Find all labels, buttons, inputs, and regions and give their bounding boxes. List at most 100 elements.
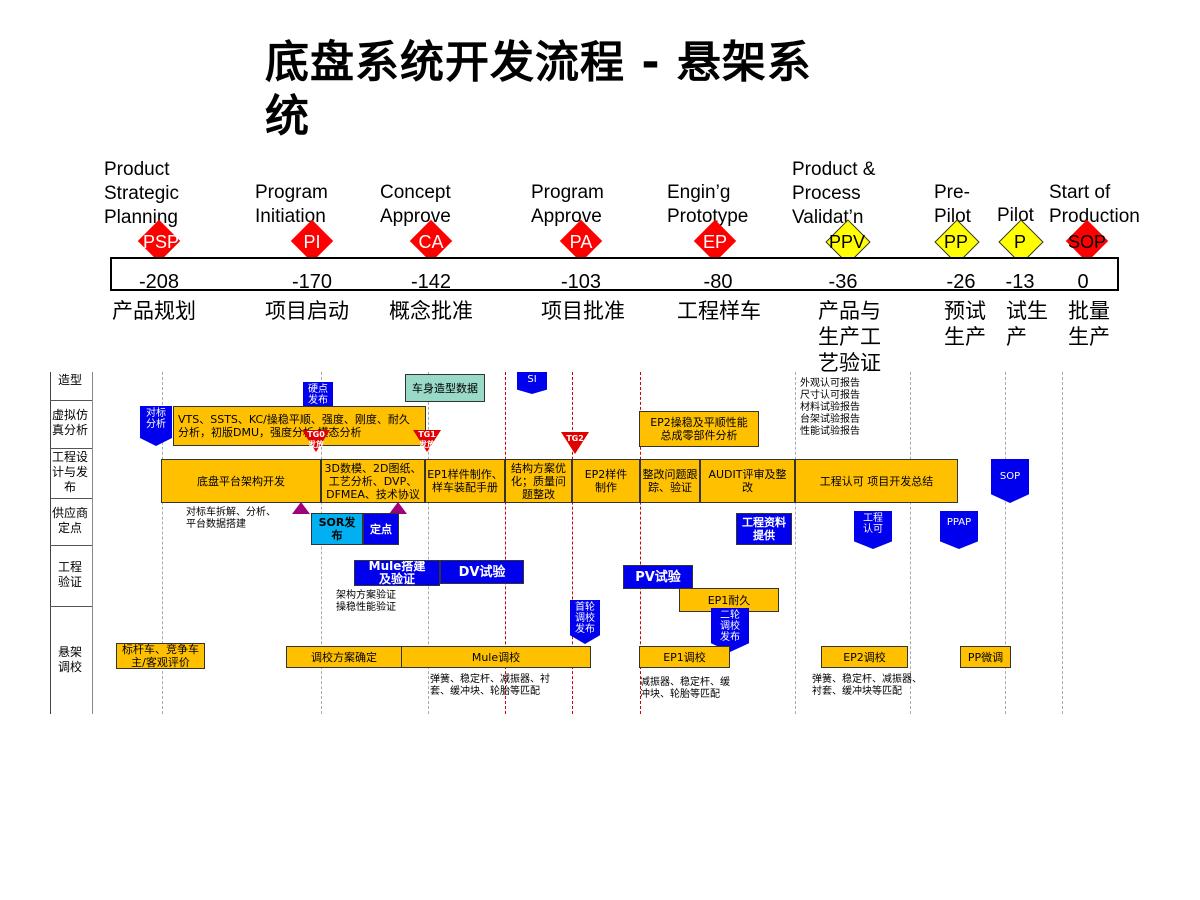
row-label-design-release: 工程设 计与发 布: [51, 450, 88, 494]
gate-tg2-icon: [561, 432, 589, 454]
bar-3d-data: 3D数模、2D图纸、 工艺分析、DVP、 DFMEA、技术协议: [321, 459, 425, 503]
bar-bench: 标杆车、竞争车 主/客观评价: [116, 643, 205, 669]
note-parts-2: 减振器、稳定杆、缓 冲块、轮胎等匹配: [640, 677, 730, 700]
bar-tuning-plan: 调校方案确定: [286, 646, 402, 668]
milestone-day-ppv: -36: [828, 271, 858, 293]
row-divider: [50, 448, 92, 449]
milestone-code-p: P: [1013, 232, 1026, 252]
row-label-validation: 工程 验证: [57, 560, 82, 589]
milestone-zh-p: 试生 产: [1006, 299, 1048, 349]
flag-ppap: PPAP: [940, 511, 978, 549]
bar-structure: 结构方案优 化；质量问 题整改: [505, 459, 572, 503]
milestone-day-ca: -142: [410, 271, 452, 293]
phase-separator: [1062, 372, 1063, 714]
milestone-day-pi: -170: [291, 271, 333, 293]
milestone-zh-pa: 项目批准: [541, 299, 625, 323]
milestone-day-pa: -103: [560, 271, 602, 293]
note-scheme: 架构方案验证 操稳性能验证: [336, 590, 396, 613]
milestone-code-sop: SOP: [1067, 232, 1106, 252]
milestone-code-ep: EP: [702, 232, 727, 252]
note-parts-3: 弹簧、稳定杆、减振器、 衬套、缓冲块等匹配: [812, 674, 922, 697]
bar-ep2-tuning: EP2调校: [821, 646, 908, 668]
milestone-zh-pi: 项目启动: [265, 299, 349, 323]
note-parts-1: 弹簧、稳定杆、减振器、衬 套、缓冲块、轮胎等匹配: [430, 674, 550, 697]
bar-pv: PV试验: [623, 565, 693, 589]
milestone-day-pp: -26: [946, 271, 976, 293]
row-label-styling: 造型: [57, 373, 82, 387]
marker-up-icon: [389, 502, 407, 514]
gate-tg1-label: TG1 发放: [418, 430, 436, 449]
bar-pp-tuning: PP微调: [960, 646, 1011, 668]
flag-sop: SOP: [991, 459, 1029, 503]
timeline-track: [110, 257, 1119, 291]
bar-dv: DV试验: [440, 560, 524, 584]
milestone-en-pi: Program Initiation: [255, 182, 328, 227]
gate-tg2-label: TG2: [566, 434, 584, 443]
bar-platform: 底盘平台架构开发: [161, 459, 321, 503]
row-label-tuning: 悬架 调校: [57, 645, 82, 674]
gate-tg0-icon: [302, 430, 330, 452]
row-axis-right: [92, 372, 93, 714]
row-label-supplier: 供应商 定点: [51, 506, 88, 535]
milestone-day-sop: 0: [1077, 271, 1089, 293]
milestone-en-ep: Engin’g Prototype: [667, 182, 749, 227]
milestone-en-ppv: Product & Process Validat’n: [792, 159, 876, 228]
row-divider: [50, 545, 92, 546]
milestone-code-psp: PSP: [142, 232, 180, 252]
bar-audit: AUDIT评审及整 改: [700, 459, 795, 503]
milestone-zh-ca: 概念批准: [389, 299, 473, 323]
phase-separator: [572, 372, 573, 714]
phase-separator: [1005, 372, 1006, 714]
milestone-code-pp: PP: [943, 232, 968, 252]
note-teardown: 对标车拆解、分析、 平台数据搭建: [186, 507, 276, 530]
phase-separator: [640, 372, 641, 714]
bar-eng-data: 工程资料 提供: [736, 513, 792, 545]
milestone-code-pi: PI: [303, 232, 321, 252]
milestone-zh-ppv: 产品与 生产工 艺验证: [818, 299, 881, 375]
bar-problem: 整改问题跟 踪、验证: [640, 459, 700, 503]
phase-separator: [162, 372, 163, 714]
row-divider: [50, 498, 92, 499]
flag-first-tuning: 首轮 调校 发布: [570, 600, 600, 644]
marker-up-icon: [292, 502, 310, 514]
row-label-simulation: 虚拟仿 真分析: [51, 408, 88, 437]
phase-separator: [910, 372, 911, 714]
milestone-zh-psp: 产品规划: [112, 299, 196, 323]
row-axis-left: [50, 372, 51, 714]
milestone-zh-pp: 预试 生产: [944, 299, 986, 349]
row-divider: [50, 606, 92, 607]
phase-separator: [795, 372, 796, 714]
milestone-code-ca: CA: [418, 232, 444, 252]
milestone-code-pa: PA: [569, 232, 593, 252]
bar-vts-analysis: VTS、SSTS、KC/操稳平顺、强度、刚度、耐久 分析，初版DMU，强度分析 …: [173, 406, 426, 446]
bar-ep2-analysis: EP2操稳及平顺性能 总成零部件分析: [639, 411, 759, 447]
milestone-en-psp: Product Strategic Planning: [104, 159, 179, 228]
bar-mule-build: Mule搭建 及验证: [354, 560, 440, 586]
bar-dingdian: 定点: [363, 513, 399, 545]
bar-mule-tuning: Mule调校: [401, 646, 591, 668]
milestone-en-p: Pilot: [997, 205, 1034, 226]
phase-separator: [428, 372, 429, 714]
milestone-en-sop: Start of Production: [1049, 182, 1140, 227]
milestone-en-pa: Program Approve: [531, 182, 604, 227]
note-reports: 外观认可报告 尺寸认可报告 材料试验报告 台架试验报告 性能试验报告: [800, 378, 860, 437]
milestone-zh-ep: 工程样车: [677, 299, 761, 323]
bar-ep2-parts: EP2样件 制作: [572, 459, 640, 503]
milestone-day-p: -13: [1005, 271, 1035, 293]
phase-separator: [505, 372, 506, 714]
page-title: 底盘系统开发流程 - 悬架系统: [265, 37, 812, 142]
flag-second-tuning: 二轮 调校 发布: [711, 608, 749, 652]
bar-ep1-tuning: EP1调校: [639, 646, 730, 668]
bar-sor: SOR发 布: [311, 513, 363, 545]
flag-si: SI: [517, 372, 547, 394]
milestone-en-pp: Pre- Pilot: [934, 182, 971, 227]
gate-tg1-icon: [413, 430, 441, 452]
milestone-day-psp: -208: [138, 271, 180, 293]
bar-ep1-parts: EP1样件制作、 样车装配手册: [425, 459, 505, 503]
milestone-zh-sop: 批量 生产: [1068, 299, 1110, 349]
row-divider: [50, 400, 92, 401]
milestone-day-ep: -80: [703, 271, 733, 293]
flag-benchmark: 对标 分析: [140, 406, 172, 446]
gate-tg0-label: TG0 发放: [307, 430, 325, 449]
milestone-code-ppv: PPV: [828, 232, 866, 252]
